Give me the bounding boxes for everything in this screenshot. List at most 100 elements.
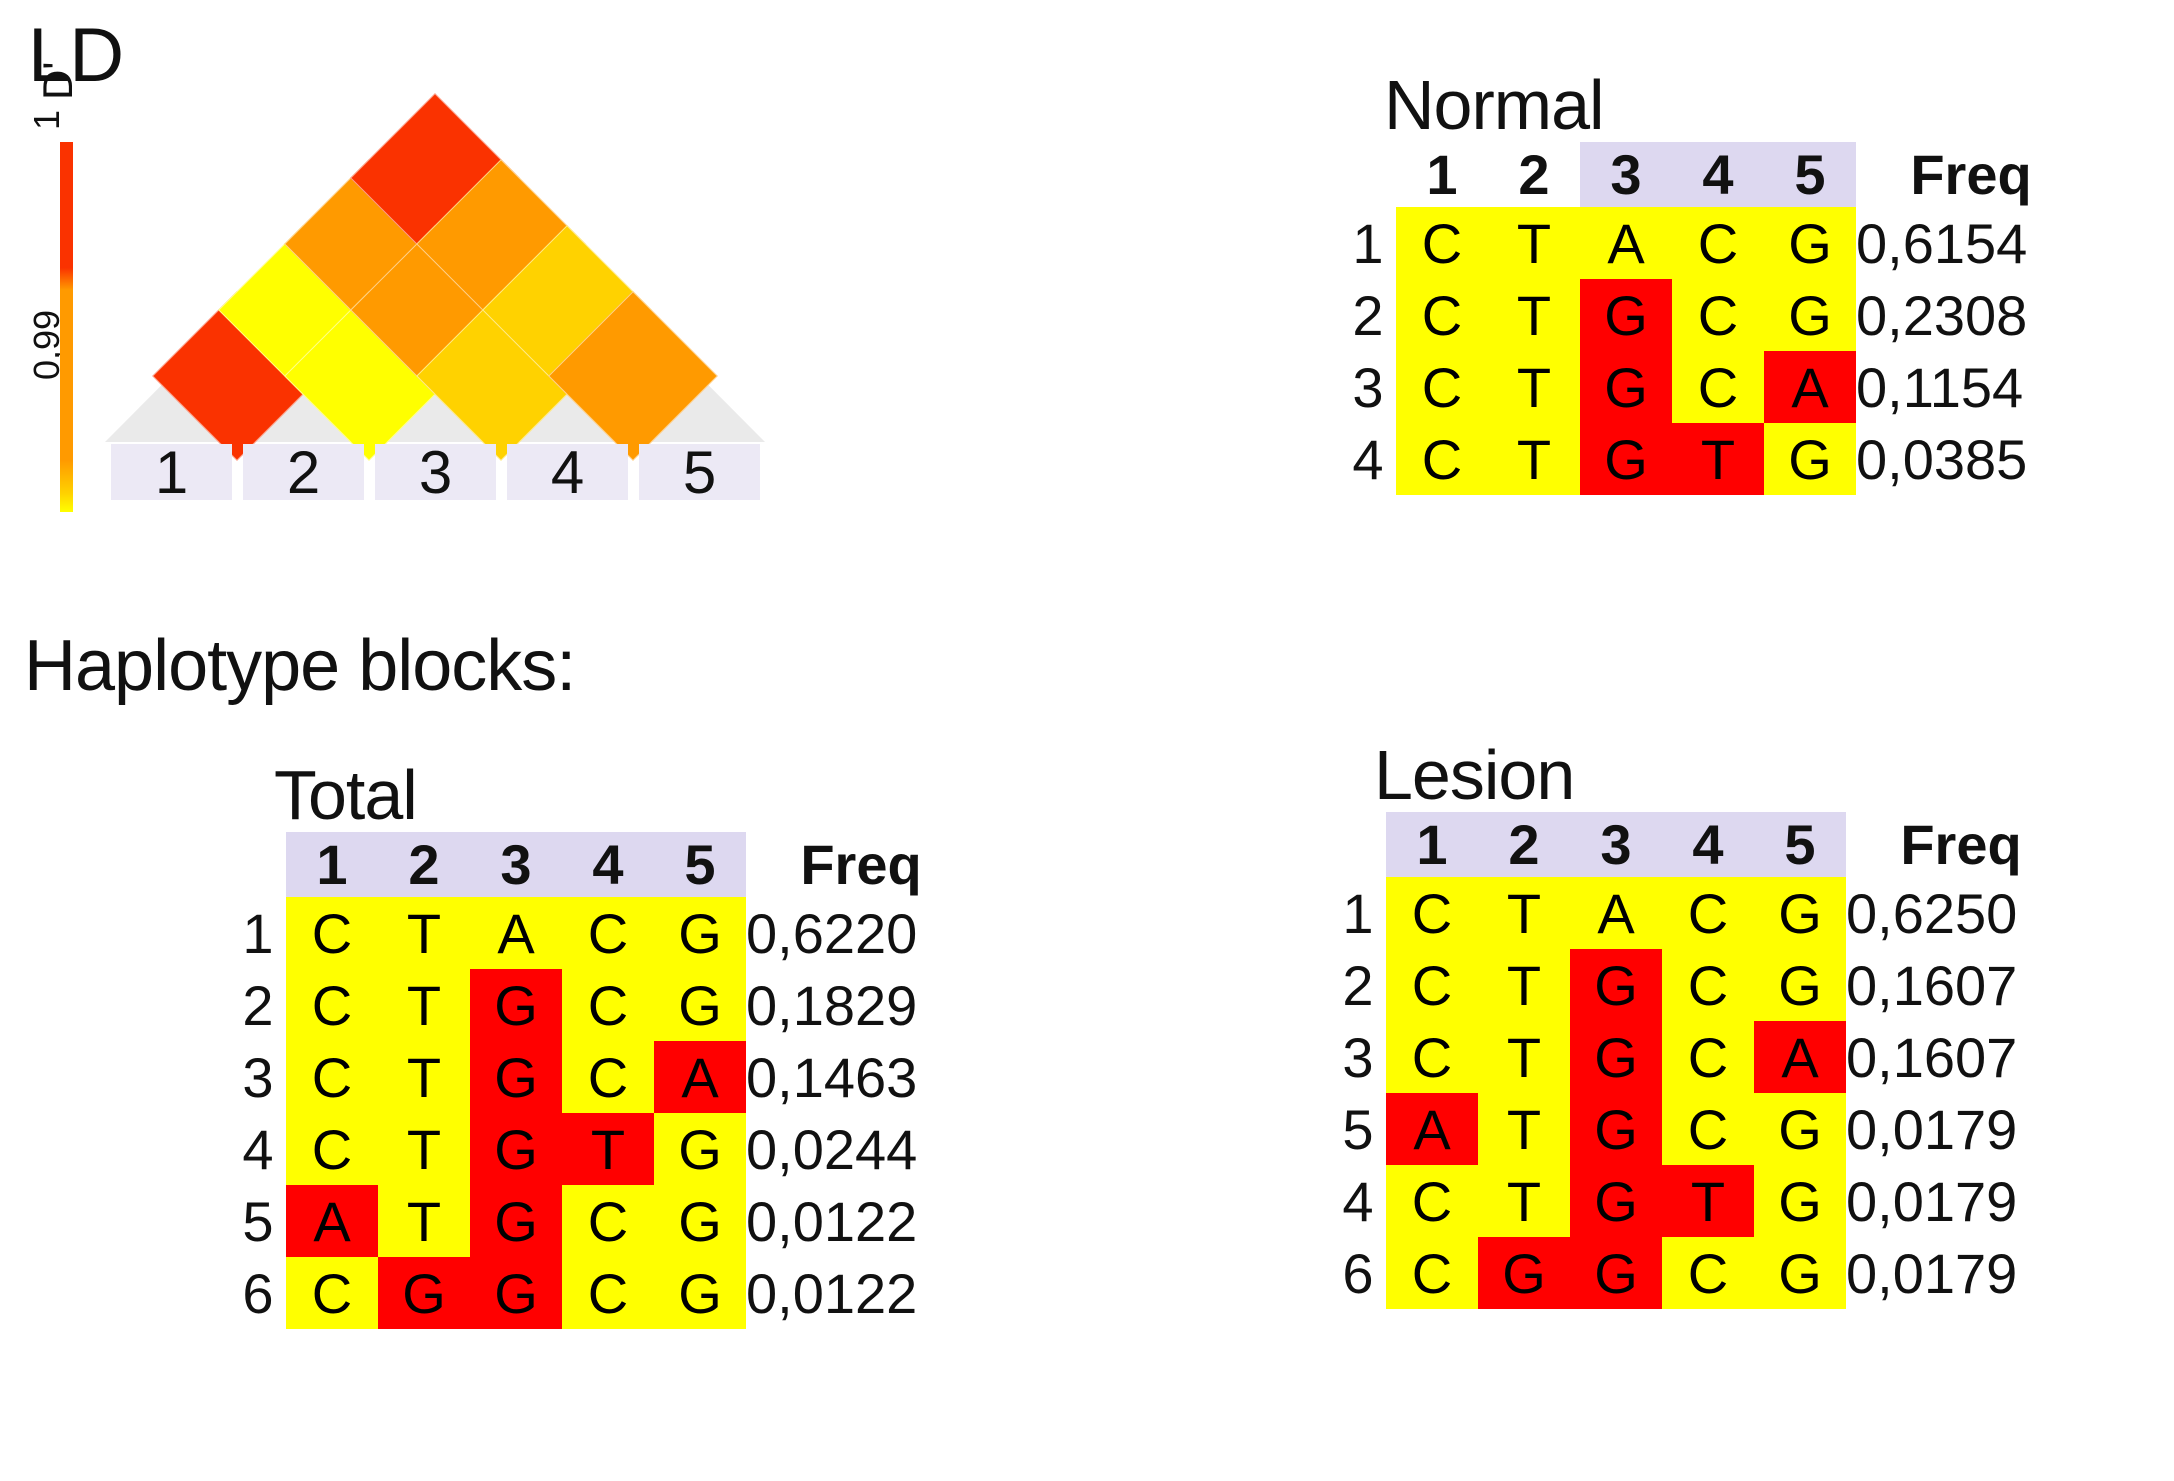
allele-cell[interactable]: T [1488,207,1580,279]
allele-cell[interactable]: G [1754,877,1846,949]
allele-cell[interactable]: C [1672,207,1764,279]
allele-cell[interactable]: G [1754,1237,1846,1309]
allele-cell[interactable]: G [654,1113,746,1185]
allele-cell[interactable]: A [286,1185,378,1257]
allele-cell[interactable]: C [1386,949,1478,1021]
allele-cell[interactable]: G [1754,949,1846,1021]
allele-cell[interactable]: C [1396,279,1488,351]
ld-marker-4[interactable]: 4 [507,439,628,506]
allele-cell[interactable]: G [1754,1165,1846,1237]
allele-cell[interactable]: C [1396,351,1488,423]
allele-cell[interactable]: T [1478,1093,1570,1165]
allele-cell[interactable]: G [1570,1237,1662,1309]
allele-cell[interactable]: C [1396,423,1488,495]
allele-cell[interactable]: G [1570,1021,1662,1093]
column-header-2[interactable]: 2 [378,832,470,897]
allele-cell[interactable]: C [1386,1021,1478,1093]
allele-cell[interactable]: T [1478,1165,1570,1237]
allele-cell[interactable]: C [286,1041,378,1113]
allele-cell[interactable]: T [1478,949,1570,1021]
column-header-5[interactable]: 5 [1754,812,1846,877]
allele-cell[interactable]: G [1570,1165,1662,1237]
column-header-3[interactable]: 3 [470,832,562,897]
allele-cell[interactable]: G [654,1257,746,1329]
column-header-1[interactable]: 1 [286,832,378,897]
allele-cell[interactable]: T [1488,279,1580,351]
column-header-4[interactable]: 4 [562,832,654,897]
allele-cell[interactable]: G [1764,423,1856,495]
allele-cell[interactable]: C [286,1257,378,1329]
allele-cell[interactable]: C [286,969,378,1041]
allele-cell[interactable]: C [562,1185,654,1257]
column-header-3[interactable]: 3 [1570,812,1662,877]
allele-cell[interactable]: C [286,1113,378,1185]
allele-cell[interactable]: T [378,1113,470,1185]
allele-cell[interactable]: T [1478,877,1570,949]
allele-cell[interactable]: G [654,969,746,1041]
allele-cell[interactable]: G [1570,1093,1662,1165]
allele-cell[interactable]: T [1478,1021,1570,1093]
allele-cell[interactable]: A [654,1041,746,1113]
allele-cell[interactable]: C [1386,877,1478,949]
allele-cell[interactable]: C [1672,279,1764,351]
allele-cell[interactable]: T [378,1041,470,1113]
allele-cell[interactable]: A [470,897,562,969]
allele-cell[interactable]: T [1662,1165,1754,1237]
allele-cell[interactable]: G [470,1185,562,1257]
allele-cell[interactable]: G [470,1113,562,1185]
allele-cell[interactable]: G [1478,1237,1570,1309]
column-header-1[interactable]: 1 [1396,142,1488,207]
allele-cell[interactable]: G [1580,423,1672,495]
allele-cell[interactable]: C [1662,949,1754,1021]
allele-cell[interactable]: C [562,969,654,1041]
allele-cell[interactable]: T [378,969,470,1041]
allele-cell[interactable]: C [1662,877,1754,949]
allele-cell[interactable]: C [286,897,378,969]
ld-marker-5[interactable]: 5 [639,439,760,506]
allele-cell[interactable]: C [562,1257,654,1329]
allele-cell[interactable]: G [1764,207,1856,279]
allele-cell[interactable]: G [654,1185,746,1257]
allele-cell[interactable]: G [1580,279,1672,351]
column-header-2[interactable]: 2 [1478,812,1570,877]
allele-cell[interactable]: G [378,1257,470,1329]
allele-cell[interactable]: T [378,897,470,969]
allele-cell[interactable]: C [562,1041,654,1113]
column-header-4[interactable]: 4 [1662,812,1754,877]
allele-cell[interactable]: C [1396,207,1488,279]
allele-cell[interactable]: T [562,1113,654,1185]
allele-cell[interactable]: C [1662,1021,1754,1093]
allele-cell[interactable]: G [470,969,562,1041]
column-header-2[interactable]: 2 [1488,142,1580,207]
allele-cell[interactable]: T [1672,423,1764,495]
ld-marker-3[interactable]: 3 [375,439,496,506]
column-header-5[interactable]: 5 [1764,142,1856,207]
allele-cell[interactable]: C [1662,1093,1754,1165]
allele-cell[interactable]: T [378,1185,470,1257]
allele-cell[interactable]: C [1386,1165,1478,1237]
allele-cell[interactable]: T [1488,423,1580,495]
allele-cell[interactable]: G [1754,1093,1846,1165]
allele-cell[interactable]: T [1488,351,1580,423]
allele-cell[interactable]: A [1386,1093,1478,1165]
column-header-3[interactable]: 3 [1580,142,1672,207]
allele-cell[interactable]: C [1672,351,1764,423]
allele-cell[interactable]: A [1570,877,1662,949]
column-header-1[interactable]: 1 [1386,812,1478,877]
allele-cell[interactable]: C [1386,1237,1478,1309]
column-header-4[interactable]: 4 [1672,142,1764,207]
